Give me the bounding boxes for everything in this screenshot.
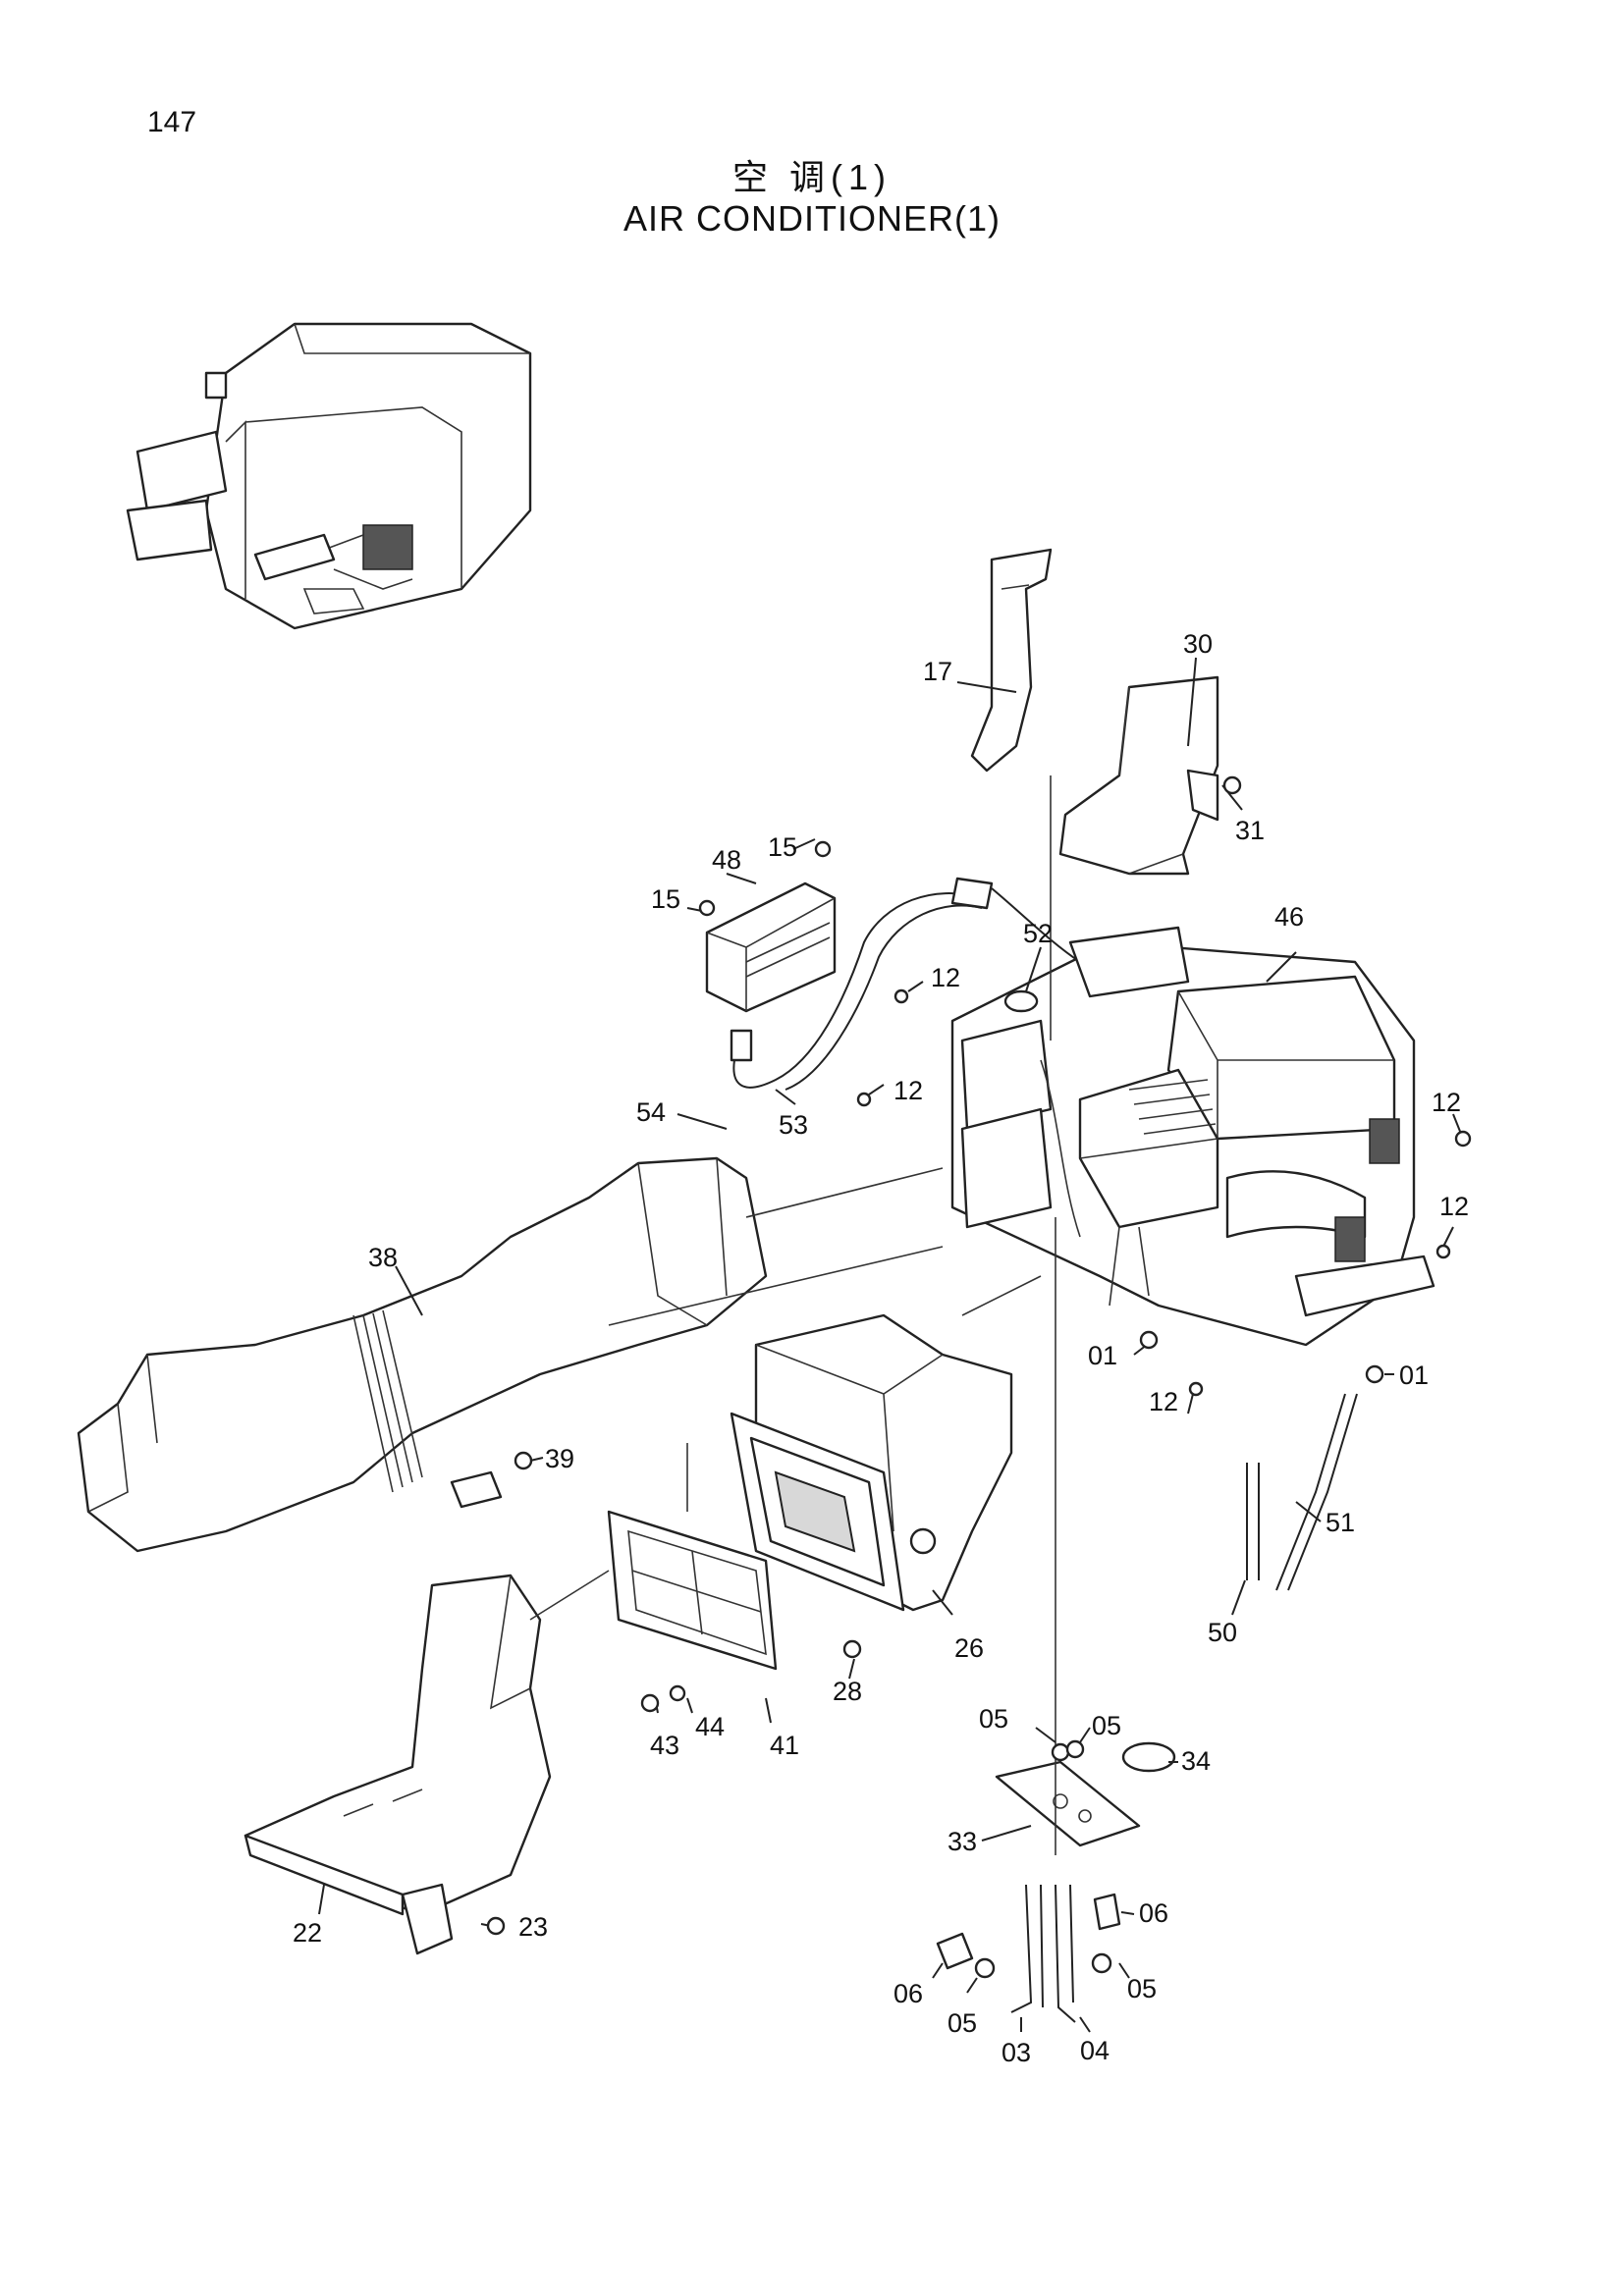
page-number: 147	[147, 106, 197, 138]
callout-05-d: 05	[1127, 1974, 1157, 2003]
callout-33: 33	[947, 1827, 977, 1856]
callout-46: 46	[1274, 902, 1304, 932]
cab-locator-inset	[126, 322, 532, 630]
guide-lines	[529, 775, 1056, 1855]
callout-34: 34	[1181, 1746, 1211, 1776]
callout-50: 50	[1208, 1618, 1237, 1647]
callout-51: 51	[1326, 1508, 1355, 1537]
callout-05-b: 05	[1092, 1711, 1121, 1740]
part-17-duct	[970, 548, 1053, 773]
callout-labels: 17 30 31 15 48 15 52 46 12 12 12 12 54 5…	[293, 629, 1469, 2067]
callout-06-right: 06	[1139, 1898, 1168, 1928]
callout-23: 23	[518, 1912, 548, 1942]
callout-41: 41	[770, 1731, 799, 1760]
callout-04: 04	[1080, 2036, 1110, 2065]
callout-05-a: 05	[979, 1704, 1008, 1734]
callout-53: 53	[779, 1110, 808, 1140]
part-53-54-harness	[730, 877, 1081, 1091]
part-30-duct	[1058, 675, 1219, 876]
part-03-04-hoses	[936, 1884, 1121, 2023]
callout-12-a: 12	[931, 963, 960, 992]
callout-17: 17	[923, 657, 952, 686]
part-50-51-pipes	[1246, 1393, 1358, 1591]
part-38-duct	[77, 1156, 768, 1553]
callout-03: 03	[1001, 2038, 1031, 2067]
callout-48: 48	[712, 845, 741, 875]
callout-12-c: 12	[1432, 1088, 1461, 1117]
title-chinese: 空 调(1)	[731, 157, 892, 197]
callout-01-left: 01	[1088, 1341, 1117, 1370]
callout-28: 28	[833, 1677, 862, 1706]
callout-05-c: 05	[947, 2008, 977, 2038]
callout-22: 22	[293, 1918, 322, 1948]
callout-12-d: 12	[1439, 1192, 1469, 1221]
callout-leaders	[318, 657, 1462, 2033]
part-41-filter	[607, 1510, 778, 1671]
callout-15-top: 15	[768, 832, 797, 862]
callout-26: 26	[954, 1633, 984, 1663]
fasteners	[486, 775, 1472, 1979]
callout-38: 38	[368, 1243, 398, 1272]
callout-12-e: 12	[1149, 1387, 1178, 1416]
callout-44: 44	[695, 1712, 725, 1741]
callout-31: 31	[1235, 816, 1265, 845]
callout-54: 54	[636, 1097, 666, 1127]
callout-01-right: 01	[1399, 1361, 1429, 1390]
part-26-inlet-housing	[730, 1313, 1013, 1612]
part-33-plate	[995, 1741, 1176, 1847]
callout-30: 30	[1183, 629, 1213, 659]
callout-43: 43	[650, 1731, 679, 1760]
part-46-ac-unit	[950, 926, 1435, 1347]
callout-12-b: 12	[893, 1076, 923, 1105]
title-english: AIR CONDITIONER(1)	[623, 198, 1001, 239]
callout-06-left: 06	[893, 1979, 923, 2008]
callout-39: 39	[545, 1444, 574, 1473]
callout-15-left: 15	[651, 884, 680, 914]
part-48-controller	[705, 881, 837, 1013]
part-22-floor-duct	[244, 1574, 552, 1955]
callout-52: 52	[1023, 919, 1053, 948]
